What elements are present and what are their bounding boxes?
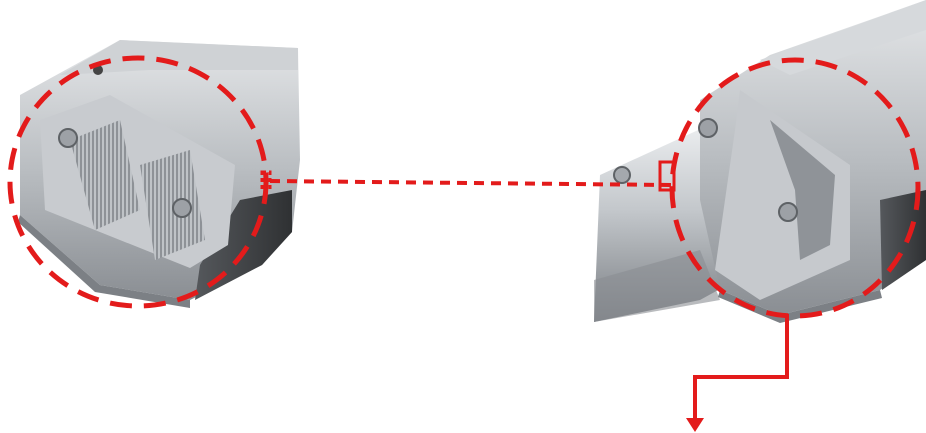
right-pipe-bolt xyxy=(613,166,631,184)
right-bolt-2 xyxy=(778,202,798,222)
left-bolt-1 xyxy=(58,128,78,148)
left-housing-top xyxy=(60,40,298,75)
left-bolt-2 xyxy=(172,198,192,218)
right-housing-top xyxy=(760,0,926,75)
arrow-down-icon xyxy=(686,418,704,432)
left-dashed-circle xyxy=(7,55,269,309)
right-connector-endcap xyxy=(658,160,676,192)
right-pipe-shadow xyxy=(594,250,720,322)
left-housing-side-dark xyxy=(195,190,292,300)
annotations xyxy=(7,55,921,432)
left-lower-lip xyxy=(18,215,190,308)
right-assembly-photo xyxy=(594,0,926,323)
right-slot xyxy=(770,120,835,260)
left-closeup-photo xyxy=(18,40,300,308)
leader-line xyxy=(693,314,789,420)
right-dashed-circle xyxy=(669,57,921,319)
right-bolt-1 xyxy=(698,118,718,138)
left-ribbed-clamp-1 xyxy=(70,120,140,230)
